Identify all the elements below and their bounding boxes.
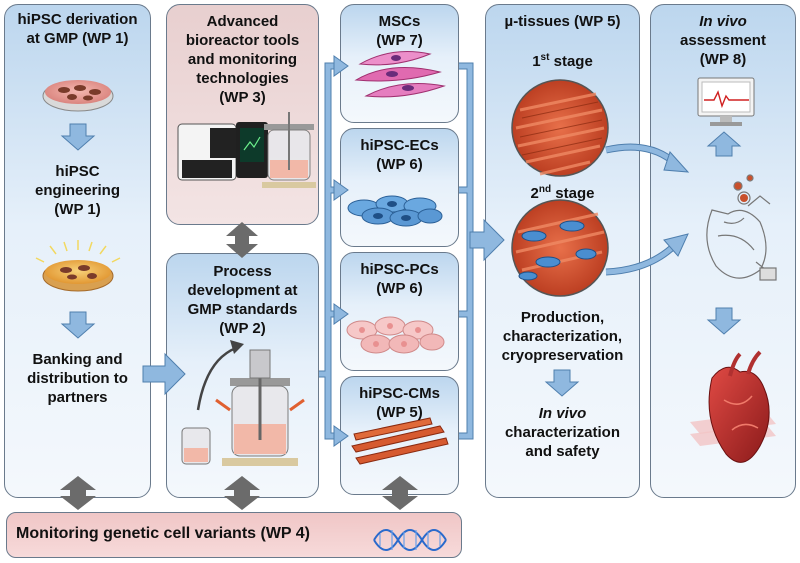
right-arrow-to-tissues <box>469 218 505 262</box>
wp4-label: Monitoring genetic cell variants (WP 4) <box>16 525 310 542</box>
invivo-characterization-italic: In vivo <box>538 405 587 422</box>
heart-sketch-icon <box>706 174 777 281</box>
engineered-dish-icon <box>35 240 121 292</box>
scale-up-reactor-icon <box>181 340 305 466</box>
wp8-line2: assessment <box>680 32 766 49</box>
stage2-word: stage <box>555 185 595 202</box>
tissue-title: µ-tissues (WP 5) <box>504 13 621 30</box>
stage2-superscript: nd <box>538 184 552 195</box>
monitor-icon <box>697 77 755 126</box>
endothelial-cells-icon <box>347 195 443 227</box>
stage1-word: stage <box>553 53 593 70</box>
invivo-characterization-line3: and safety <box>525 443 600 460</box>
down-arrow-2 <box>60 311 96 339</box>
wp1-derivation-line2: at GMP (WP 1) <box>26 30 129 47</box>
wp3-line4: technologies <box>196 70 289 87</box>
cm-wp: (WP 5) <box>376 404 423 421</box>
msc-title: MSCs (WP 7) <box>340 12 459 50</box>
wp1-banking-line3: partners <box>47 389 108 406</box>
wp2-line2: development at <box>187 282 298 299</box>
wp1-engineering-line3: (WP 1) <box>54 201 101 218</box>
up-arrow-wp8 <box>706 131 742 157</box>
wp8-title: In vivo assessment (WP 8) <box>650 12 796 69</box>
wp1-engineering-line2: engineering <box>34 182 120 199</box>
production-text: Production, characterization, cryopreser… <box>485 308 640 365</box>
heart-icon <box>690 350 776 463</box>
double-arrow-wp1-wp4 <box>60 476 96 510</box>
wp2-line4: (WP 2) <box>219 320 266 337</box>
cm-label: hiPSC-CMs <box>359 385 440 402</box>
wp2-title: Process development at GMP standards (WP… <box>166 262 319 338</box>
wp8-line3: (WP 8) <box>699 51 747 68</box>
tissue-patch-icons <box>734 175 753 202</box>
branch-arrows <box>319 63 340 439</box>
ec-wp: (WP 6) <box>376 156 423 173</box>
tissue-sphere-stage1 <box>511 79 609 177</box>
production-line3: cryopreservation <box>501 347 624 364</box>
stage1-superscript: st <box>540 52 550 63</box>
invivo-characterization-text: In vivo characterization and safety <box>485 404 640 461</box>
wp1-engineering-line1: hiPSC <box>55 163 100 180</box>
petri-dish-icon <box>42 80 114 112</box>
double-arrow-cm-wp4 <box>382 476 418 510</box>
cm-title: hiPSC-CMs (WP 5) <box>340 384 459 422</box>
dna-helix-icon <box>373 529 447 551</box>
wp2-line1: Process <box>213 263 272 280</box>
wp3-line3: and monitoring <box>187 51 298 68</box>
production-line1: Production, <box>520 309 605 326</box>
cardiomyocyte-cells-icon <box>351 417 449 465</box>
ec-title: hiPSC-ECs (WP 6) <box>340 136 459 174</box>
stage2-label: 2nd stage <box>485 180 640 203</box>
gray-double-arrows <box>60 222 418 510</box>
wp1-banking-line1: Banking and <box>32 351 123 368</box>
msc-cells-icon <box>354 51 446 98</box>
pc-wp: (WP 6) <box>376 280 423 297</box>
wp1-banking-line2: distribution to <box>27 370 128 387</box>
wp1-banking-title: Banking and distribution to partners <box>4 350 151 407</box>
pc-label: hiPSC-PCs <box>360 261 439 278</box>
wp1-derivation-line1: hiPSC derivation <box>17 11 138 28</box>
msc-panel <box>340 4 459 123</box>
msc-label: MSCs <box>378 13 421 30</box>
wp3-line1: Advanced <box>206 13 279 30</box>
double-arrow-wp2-wp4 <box>224 476 260 510</box>
stage1-number: 1 <box>532 53 541 70</box>
pc-title: hiPSC-PCs (WP 6) <box>340 260 459 298</box>
wp3-line2: bioreactor tools <box>185 32 300 49</box>
tissue-sphere-stage2 <box>511 199 609 297</box>
double-arrow-wp3-wp2 <box>226 222 258 258</box>
down-arrow-tissues <box>544 369 580 397</box>
stage2-number: 2 <box>530 185 539 202</box>
wp3-title: Advanced bioreactor tools and monitoring… <box>166 12 319 107</box>
down-arrow-1 <box>60 123 96 151</box>
pericyte-cells-icon <box>346 316 445 354</box>
production-line2: characterization, <box>502 328 623 345</box>
wp2-line3: GMP standards <box>187 301 298 318</box>
ec-label: hiPSC-ECs <box>360 137 439 154</box>
msc-wp: (WP 7) <box>376 32 423 49</box>
reactor-vessel-icon <box>262 112 316 188</box>
wp3-panel <box>166 4 319 225</box>
wp3-line5: (WP 3) <box>219 89 266 106</box>
wp1-engineering-title: hiPSC engineering (WP 1) <box>4 162 151 219</box>
down-arrow-wp8 <box>706 307 742 335</box>
stage1-label: 1st stage <box>485 48 640 71</box>
wp8-italic: In vivo <box>699 13 747 30</box>
wp1-derivation-title: hiPSC derivation at GMP (WP 1) <box>4 10 151 48</box>
bioreactor-device-icon <box>177 122 268 181</box>
right-arrow-wp1-wp2 <box>142 352 186 396</box>
invivo-characterization-line2: characterization <box>504 424 621 441</box>
